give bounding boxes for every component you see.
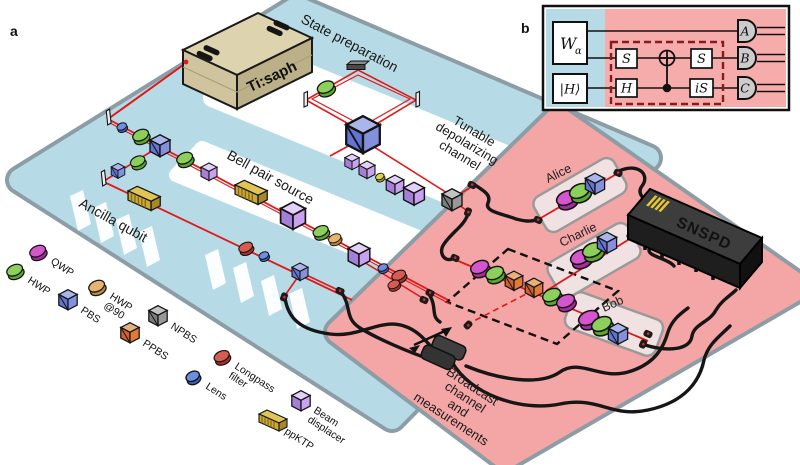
legend-label: PPBS xyxy=(140,337,170,362)
panel-a-label: a xyxy=(10,23,18,39)
beam-path xyxy=(469,289,535,324)
beam-displacer-icon xyxy=(291,390,311,412)
longpass-filter-icon xyxy=(211,347,234,369)
legend-label: ppKTP xyxy=(282,425,315,453)
tisaph-laser: Ti:saph xyxy=(180,11,315,111)
beam-loop xyxy=(310,74,412,127)
broadcast-switch xyxy=(409,327,467,371)
snspd-side xyxy=(739,235,763,291)
mirror-icon xyxy=(415,90,421,108)
npbs-icon xyxy=(148,305,168,327)
w-gate-subscript: α xyxy=(575,46,582,57)
fiber xyxy=(450,324,732,414)
fiber xyxy=(464,306,690,382)
w-gate-box xyxy=(552,21,588,65)
pbs-icon xyxy=(58,289,78,311)
legend-label: Longpass filter xyxy=(226,360,277,395)
detector-a: A xyxy=(737,19,785,43)
snspd-detector: SNSPD xyxy=(626,187,764,291)
legend-label: NPBS xyxy=(168,320,199,346)
laser-aperture xyxy=(183,59,189,65)
is-gate-box xyxy=(689,78,714,98)
s-gate-box xyxy=(690,48,713,69)
beam-displacer-icon xyxy=(358,160,376,180)
ppbs-icon xyxy=(120,322,140,344)
pbs-icon xyxy=(345,114,381,155)
is-gate-label: iS xyxy=(695,82,708,97)
hwp90-icon xyxy=(86,277,109,299)
snspd-logo-icon xyxy=(646,195,670,213)
panel-b-label: b xyxy=(521,20,530,36)
s-gate-label: S xyxy=(697,52,706,67)
h-state-label: |H⟩ xyxy=(560,83,581,98)
cnot-gate-icon xyxy=(658,49,676,93)
qwp-icon xyxy=(27,242,50,264)
beam-path xyxy=(107,62,187,120)
detector-b-label: B xyxy=(739,51,749,66)
w-gate-label: W xyxy=(560,34,578,53)
legend-label: QWP xyxy=(48,255,76,279)
npbs-icon xyxy=(441,188,463,212)
hwp-icon xyxy=(4,261,27,283)
laser-vent-icon xyxy=(196,45,220,62)
legend-label: PBS xyxy=(78,304,102,326)
beam-displacer-icon xyxy=(279,201,307,231)
fiber xyxy=(439,212,470,262)
legend-label: HWP @90 xyxy=(101,290,134,322)
detector-c-label: C xyxy=(740,81,750,96)
fiber xyxy=(643,288,738,351)
pbs-icon xyxy=(596,231,618,254)
s-gate-label: S xyxy=(622,52,631,67)
beam-path xyxy=(358,258,425,300)
beam-displacer-icon xyxy=(347,242,371,268)
mirror-icon xyxy=(303,90,309,108)
s-gate-box xyxy=(615,48,638,69)
pbs-icon xyxy=(291,262,309,282)
hadamard-gate-box xyxy=(615,78,638,98)
detector-c: C xyxy=(737,76,785,100)
pbs-icon xyxy=(110,162,126,179)
fiber xyxy=(339,290,434,362)
legend-label: Lens xyxy=(203,380,229,402)
beam-displacer-icon xyxy=(402,181,426,206)
detector-b: B xyxy=(737,46,785,70)
beam-loop xyxy=(304,69,418,133)
h-state-box xyxy=(552,73,588,104)
laser-vent-icon xyxy=(266,20,290,37)
detector-a-label: A xyxy=(739,24,749,39)
pbs-icon xyxy=(149,134,171,158)
hadamard-gate-label: H xyxy=(620,82,633,97)
pbs-icon xyxy=(607,322,629,345)
circuit-dashed-box xyxy=(609,40,725,106)
circuit-panel: b W α |H⟩ S S H iS A B C xyxy=(521,4,791,112)
ppbs-icon xyxy=(504,270,524,292)
double-arrow-icon xyxy=(409,327,452,353)
dashed-circuit-region xyxy=(444,247,621,346)
lens-icon xyxy=(183,368,204,388)
beam-displacer-icon xyxy=(344,153,360,171)
fiber xyxy=(470,181,538,223)
beam-displacer-icon xyxy=(385,174,405,196)
ppbs-icon xyxy=(524,277,544,299)
legend-label: HWP xyxy=(25,274,52,297)
ppktp-crystal-icon xyxy=(258,409,288,432)
beam-displacer-icon xyxy=(200,162,218,182)
pbs-icon xyxy=(584,172,606,195)
